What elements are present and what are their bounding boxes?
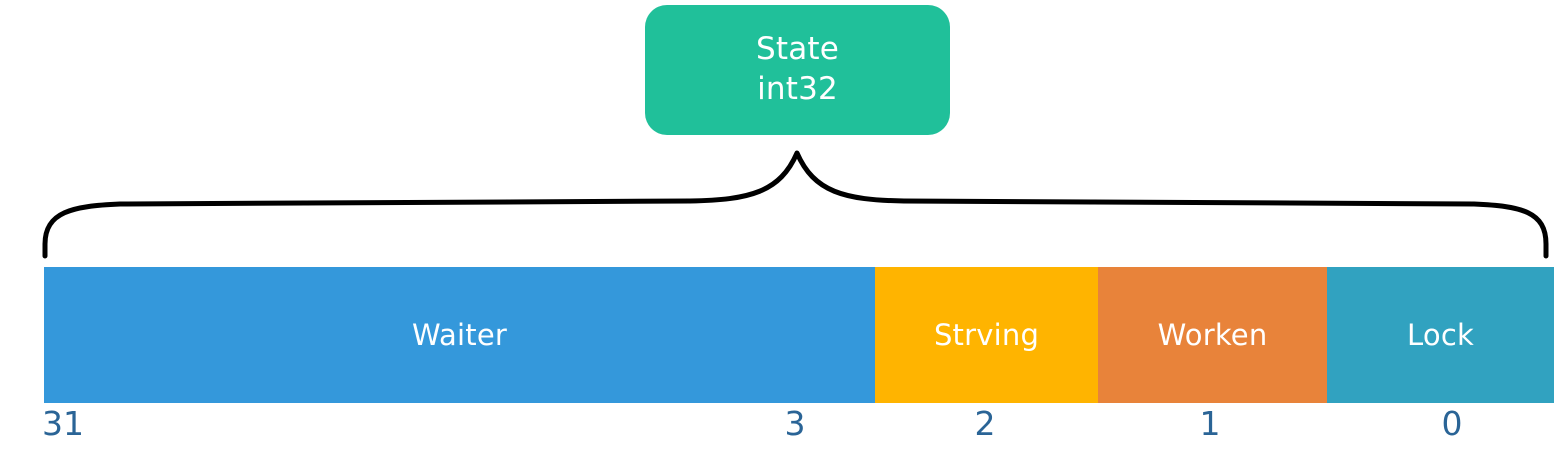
- bit-index-2: 2: [974, 404, 996, 443]
- bitfield-segment-lock[interactable]: Lock: [1327, 267, 1554, 403]
- bitfield-segment-label: Lock: [1407, 317, 1474, 352]
- type-box-type: int32: [757, 71, 838, 107]
- bit-index-3: 3: [784, 404, 806, 443]
- bit-index-31: 31: [42, 404, 84, 443]
- state-type-box: State int32: [645, 5, 950, 135]
- bitfield-segment-waiter[interactable]: Waiter: [44, 267, 875, 403]
- curly-brace-path: [42, 150, 1549, 259]
- bitfield-segment-label: Waiter: [412, 317, 507, 352]
- bitfield-segment-label: Worken: [1157, 317, 1268, 352]
- bit-index-1: 1: [1199, 404, 1221, 443]
- type-box-name: State: [755, 31, 840, 68]
- bit-index-0: 0: [1441, 404, 1463, 443]
- bitfield-segment-label: Strving: [933, 317, 1040, 352]
- bitfield-bar: Waiter Strving Worken Lock: [44, 267, 1554, 403]
- bitfield-segment-worken[interactable]: Worken: [1098, 267, 1327, 403]
- bitfield-segment-strving[interactable]: Strving: [875, 267, 1098, 403]
